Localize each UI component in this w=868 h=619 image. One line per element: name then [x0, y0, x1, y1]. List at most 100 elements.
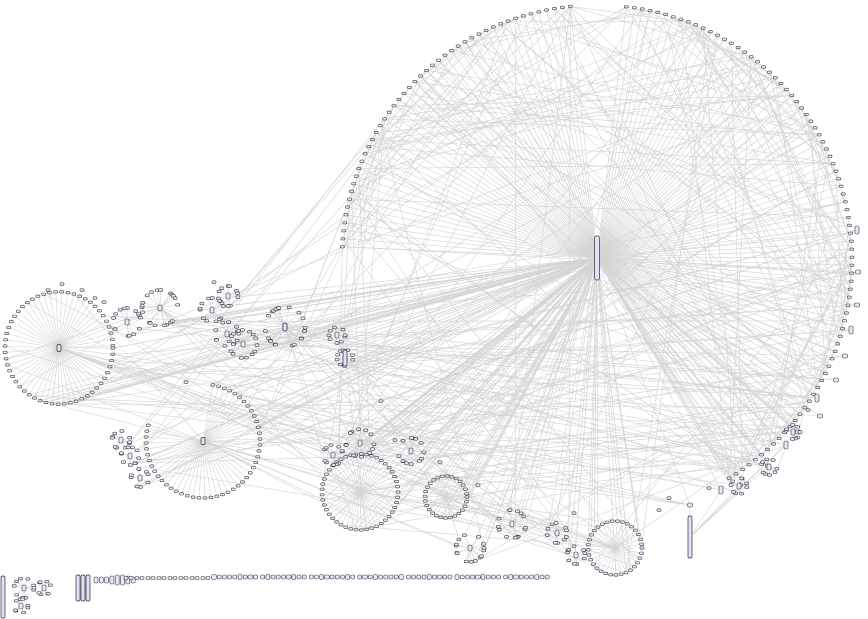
component-node — [503, 574, 508, 580]
star-edge — [202, 440, 239, 487]
mid-edge — [445, 496, 608, 523]
star-edge — [268, 326, 286, 339]
ring-node — [748, 55, 754, 59]
cluster-center-node — [240, 340, 246, 348]
star-edge — [440, 496, 447, 518]
chord-edge — [500, 15, 524, 25]
cluster-center-node — [127, 452, 133, 460]
cluster-node — [343, 443, 349, 447]
ring-node — [196, 496, 202, 500]
cluster-node — [127, 334, 132, 338]
ring-node — [3, 338, 8, 342]
hub-edge — [372, 139, 598, 259]
ring-node — [326, 512, 332, 516]
long-edge — [596, 257, 747, 484]
mid-edge — [58, 347, 337, 465]
cluster-node — [137, 327, 142, 331]
star-edge — [58, 347, 111, 367]
chord-edge — [342, 11, 540, 247]
graph-node — [706, 486, 712, 490]
star-edge — [8, 327, 60, 349]
cluster-node — [201, 316, 206, 321]
ring-node — [412, 80, 418, 84]
mid-edge — [284, 326, 357, 530]
star-edge — [359, 463, 386, 493]
ring-node — [401, 91, 407, 95]
cluster-node — [170, 319, 175, 323]
cluster-node — [370, 447, 375, 451]
cluster-center-node — [573, 551, 579, 559]
chord-edge — [365, 61, 758, 155]
graph-node — [101, 300, 107, 304]
hub-edge — [596, 8, 643, 259]
star-edge — [359, 491, 377, 527]
cluster-node — [147, 321, 153, 325]
long-edge — [456, 459, 756, 479]
hub-edge — [596, 257, 806, 408]
star-edge — [202, 426, 259, 442]
chord-edge — [500, 23, 847, 314]
mid-edge — [73, 293, 204, 442]
cluster-node — [774, 467, 780, 471]
star-edge — [284, 326, 305, 332]
star-edge — [424, 496, 447, 498]
ring-node — [840, 327, 845, 331]
ring-node — [847, 223, 852, 227]
star-edge — [589, 539, 616, 549]
ring-node — [391, 104, 397, 108]
hub-edge — [596, 257, 737, 475]
chord-edge — [471, 37, 850, 298]
component-node — [319, 574, 324, 580]
ring-node — [319, 493, 325, 497]
ring-node — [464, 500, 469, 504]
cluster-node — [563, 535, 569, 539]
star-edge — [284, 326, 306, 328]
ring-node — [240, 480, 245, 484]
star-edge — [57, 347, 60, 405]
cluster-node — [334, 357, 340, 362]
chord-edge — [791, 95, 852, 242]
long-edge — [352, 229, 858, 360]
ring-node — [179, 492, 184, 496]
cluster-node — [231, 332, 236, 336]
cluster-node — [371, 442, 377, 446]
star-edge — [355, 491, 361, 530]
star-edge — [19, 347, 60, 387]
star-edge — [614, 538, 641, 549]
cluster-node — [222, 344, 228, 348]
hub-edge — [596, 178, 839, 259]
ring-node — [457, 479, 463, 483]
ring-node — [498, 22, 504, 26]
ring-node — [830, 162, 836, 166]
cluster-node — [227, 284, 232, 288]
chord-edge — [432, 64, 850, 226]
ring-node — [846, 216, 851, 220]
ring-node — [105, 371, 110, 375]
star-edge — [359, 467, 390, 493]
cluster-node — [350, 353, 355, 357]
chord-edge — [393, 105, 851, 290]
cluster-node — [744, 485, 750, 489]
star-edge — [202, 440, 254, 469]
hub-edge — [596, 257, 810, 402]
component-node — [508, 574, 514, 580]
cluster-node — [764, 457, 770, 461]
star-edge — [34, 347, 60, 399]
star-edge — [445, 496, 451, 518]
ring-node — [847, 287, 853, 291]
cluster-node — [44, 579, 50, 584]
ring-node — [21, 389, 27, 393]
mid-edge — [689, 465, 769, 538]
component-node — [340, 574, 345, 580]
chord-edge — [464, 41, 814, 395]
long-edge — [212, 89, 787, 386]
main-hub-node — [594, 235, 600, 281]
cluster-node — [20, 597, 25, 601]
cluster-node — [162, 323, 167, 328]
long-edge — [64, 289, 851, 405]
long-edge — [596, 257, 787, 431]
star-edge — [359, 460, 382, 493]
cluster-node — [130, 445, 135, 449]
long-edge — [596, 257, 618, 522]
ring-node — [159, 479, 165, 483]
